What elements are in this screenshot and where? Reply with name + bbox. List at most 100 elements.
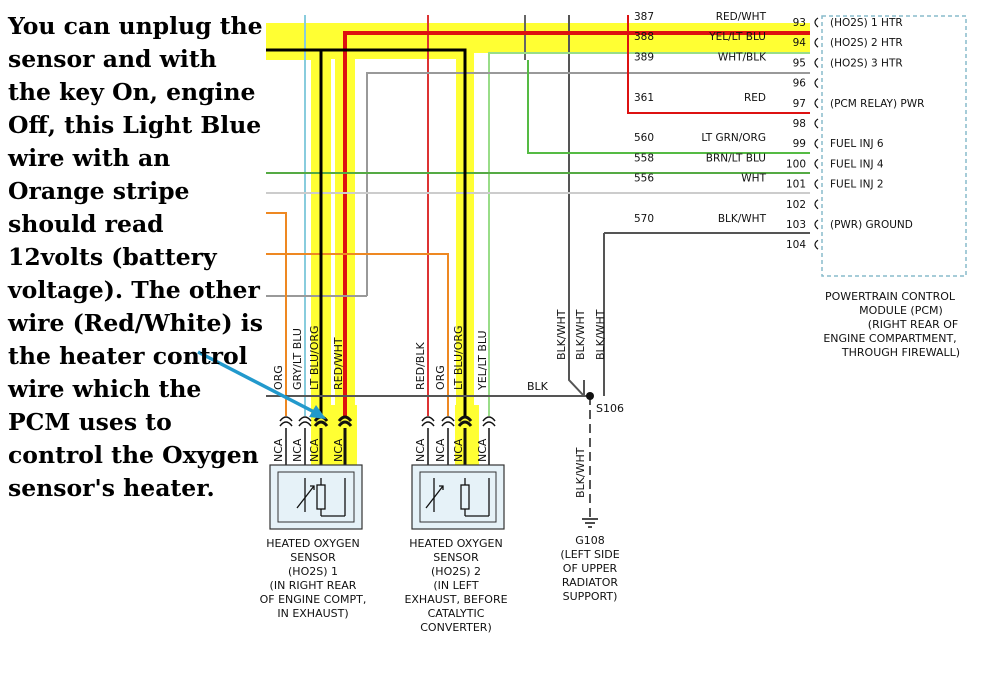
- pcm-pin-96: 96: [793, 78, 807, 90]
- s1-pin-label-2: NCA: [308, 438, 321, 462]
- highlight-band-red-wht: [266, 23, 810, 420]
- highlight-bands: [266, 23, 810, 465]
- ground-label-line-4: SUPPORT): [563, 590, 618, 603]
- ground-label-line-2: OF UPPER: [563, 562, 618, 575]
- s1-pin-label-3: NCA: [332, 438, 345, 462]
- wire-org-s1: [266, 212, 287, 416]
- wire-389-wht-blk: [266, 72, 810, 297]
- pcm-pin-arc-icon: [814, 158, 819, 169]
- s1-wire-label-1: GRY/LT BLU: [291, 328, 304, 390]
- pcm-box: [821, 15, 967, 277]
- pcm-circuit-93: 387: [634, 11, 654, 23]
- s1-wire-label-3: RED/WHT: [332, 337, 345, 390]
- splice-vertical-label-2: BLK/WHT: [594, 309, 607, 360]
- ground-label-line-0: G108: [575, 534, 605, 547]
- s1-label-line-3: (IN RIGHT REAR: [270, 579, 357, 592]
- s2-pin-label-0: NCA: [414, 438, 427, 462]
- pcm-label-line-1: MODULE (PCM): [859, 304, 943, 317]
- pcm-pin-104: 104: [786, 239, 806, 251]
- wires: [266, 15, 810, 518]
- heater-element-icon: [316, 478, 346, 517]
- s2-pin-label-1: NCA: [434, 438, 447, 462]
- s2-label-line-2: (HO2S) 2: [431, 565, 481, 578]
- pcm-circuit-100: 558: [634, 152, 654, 164]
- pcm-label-line-0: POWERTRAIN CONTROL: [825, 290, 956, 303]
- pcm-pin-102: 102: [786, 199, 806, 211]
- wire-388-yel-lt-blu: [488, 52, 810, 416]
- wire-560-lt-grn-org: [527, 60, 810, 154]
- pcm-pin-arc-icon: [814, 239, 819, 250]
- pcm-circuit-101: 556: [634, 173, 654, 185]
- s2-label-line-1: SENSOR: [433, 551, 479, 564]
- pcm-function-97: (PCM RELAY) PWR: [830, 98, 924, 110]
- splice-vertical-label-0: BLK/WHT: [555, 309, 568, 360]
- pcm-wire-color-100: BRN/LT BLU: [706, 152, 766, 164]
- pcm-pin-arc-icon: [814, 138, 819, 149]
- heater-element-icon: [460, 478, 490, 517]
- sensor2-body: [411, 464, 505, 530]
- pcm-wire-color-93: RED/WHT: [716, 11, 767, 23]
- pcm-pin-arc-icon: [814, 199, 819, 210]
- pcm-function-99: FUEL INJ 6: [830, 138, 884, 150]
- s1-label-line-0: HEATED OXYGEN: [266, 537, 359, 550]
- pcm-pin-arc-icon: [814, 219, 819, 230]
- pcm-pin-99: 99: [793, 138, 806, 150]
- pcm-pin-arc-icon: [814, 17, 819, 28]
- pcm-label-line-2: (RIGHT REAR OF: [868, 318, 958, 331]
- pcm-function-93: (HO2S) 1 HTR: [830, 17, 903, 29]
- pcm-pin-98: 98: [793, 118, 806, 130]
- sensor-stubs: [285, 428, 490, 465]
- ground-symbol-icon: [582, 518, 598, 528]
- pcm-pin-arc-icon: [814, 78, 819, 89]
- pcm-wire-color-97: RED: [744, 92, 766, 104]
- s2-pin-label-2: NCA: [452, 438, 465, 462]
- pcm-function-94: (HO2S) 2 HTR: [830, 37, 903, 49]
- s1-label-line-4: OF ENGINE COMPT,: [260, 593, 367, 606]
- s2-wire-label-1: ORG: [434, 365, 447, 390]
- ground-label-line-3: RADIATOR: [562, 576, 618, 589]
- pcm-pin-arc-icon: [814, 57, 819, 68]
- pcm-circuit-95: 389: [634, 51, 654, 63]
- pcm-wire-color-95: WHT/BLK: [718, 51, 767, 63]
- s2-pin-label-3: NCA: [476, 438, 489, 462]
- splice-name: S106: [596, 402, 624, 415]
- variable-resistor-icon: [296, 478, 315, 512]
- s2-wire-label-0: RED/BLK: [414, 342, 427, 390]
- variable-resistor-icon: [425, 478, 444, 512]
- s2-wire-label-3: YEL/LT BLU: [476, 330, 489, 391]
- wire-blk-top2: [568, 15, 585, 397]
- s2-label-line-4: EXHAUST, BEFORE: [404, 593, 507, 606]
- s1-wire-label-0: ORG: [272, 365, 285, 390]
- pcm-pin-arc-icon: [814, 179, 819, 190]
- s2-wire-label-2: LT BLU/ORG: [452, 325, 465, 390]
- connector-arcs: [279, 415, 496, 427]
- pcm-pin-100: 100: [786, 158, 806, 170]
- pcm-function-103: (PWR) GROUND: [830, 219, 913, 231]
- pcm-function-100: FUEL INJ 4: [830, 158, 884, 170]
- annotation-text: You can unplug the sensor and with the k…: [8, 12, 263, 502]
- pcm-function-101: FUEL INJ 2: [830, 179, 884, 191]
- pointer-arrow-icon: [197, 350, 326, 419]
- s2-label-line-3: (IN LEFT: [433, 579, 478, 592]
- splice-down-label: BLK/WHT: [574, 447, 587, 498]
- pcm-circuit-103: 570: [634, 213, 654, 225]
- s2-label-line-6: CONVERTER): [420, 621, 492, 634]
- pcm-label-line-4: THROUGH FIREWALL): [841, 346, 960, 359]
- splice-vertical-label-1: BLK/WHT: [574, 309, 587, 360]
- pcm-wire-color-99: LT GRN/ORG: [701, 132, 766, 144]
- pcm-wire-color-94: YEL/LT BLU: [708, 31, 766, 43]
- pcm-pin-arc-icon: [814, 118, 819, 129]
- pcm-pin-arc-icon: [814, 98, 819, 109]
- pcm-circuit-97: 361: [634, 92, 654, 104]
- s1-pin-label-0: NCA: [272, 438, 285, 462]
- pcm-label-line-3: ENGINE COMPARTMENT,: [823, 332, 956, 345]
- pcm-pin-103: 103: [786, 219, 806, 231]
- pcm-pin-95: 95: [793, 57, 806, 69]
- pcm-circuit-99: 560: [634, 132, 654, 144]
- splice-bus-label: BLK: [527, 380, 549, 393]
- wire-570-blk-wht: [603, 232, 810, 396]
- sensor2-label: HEATED OXYGEN SENSOR (HO2S) 2 (IN LEFT E…: [404, 537, 507, 634]
- wire-lt-blu-org-s2: [321, 48, 467, 416]
